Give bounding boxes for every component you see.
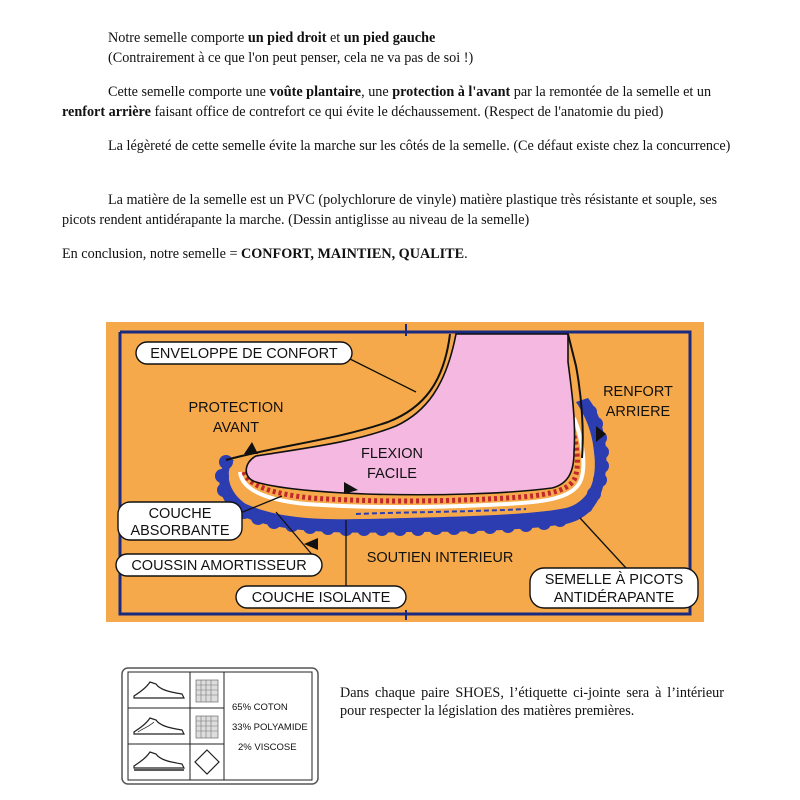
label-renfort-2: ARRIERE <box>606 404 671 420</box>
bold-text: protection à l'avant <box>392 84 511 100</box>
label-inner-border <box>127 671 313 781</box>
heel-counter-line <box>567 333 584 459</box>
cushion-layer <box>241 417 580 504</box>
insole-diagram: ENVELOPPE DE CONFORT PROTECTION AVANT FL… <box>106 322 704 622</box>
label-absorbent-2: ABSORBANTE <box>130 523 229 539</box>
text: Notre semelle comporte <box>108 30 248 46</box>
bold-text: un pied gauche <box>343 30 436 46</box>
composition-polyamide: 33% POLYAMIDE <box>232 722 308 733</box>
mesh-textile-icon <box>195 679 219 739</box>
label-comfort-envelope: ENVELOPPE DE CONFORT <box>150 346 338 362</box>
label-protection-2: AVANT <box>213 420 259 436</box>
shoe-lining-icon <box>133 717 185 735</box>
label-inner-support: SOUTIEN INTERIEUR <box>367 550 514 566</box>
label-flexion-2: FACILE <box>367 466 417 482</box>
pill-bg <box>115 553 323 577</box>
pill-bg <box>135 341 353 365</box>
paragraph-lightness: La légèreté de cette semelle évite la ma… <box>108 138 731 154</box>
leader-line <box>347 357 417 393</box>
text: par la remontée de la semelle et un <box>510 84 712 100</box>
arrow-renfort-icon <box>596 426 606 442</box>
bold-text: voûte plantaire <box>269 84 362 100</box>
paragraph-conclusion: En conclusion, notre semelle = CONFORT, … <box>62 244 752 264</box>
bold-text: renfort arrière <box>62 104 151 120</box>
text: et <box>326 30 344 46</box>
composition-label: 65% COTON 33% POLYAMIDE 2% VISCOSE <box>120 666 320 786</box>
label-anti-slip-1: SEMELLE À PICOTS <box>545 571 684 588</box>
composition-viscose: 2% VISCOSE <box>238 742 297 753</box>
shoe-sole-icon <box>133 751 185 771</box>
shoe-upper-icon <box>133 681 185 699</box>
inner-support <box>355 508 527 515</box>
text: (Contrairement à ce que l'on peut penser… <box>108 50 474 66</box>
pill-bg <box>235 585 407 609</box>
label-note: Dans chaque paire SHOES, l’étiquette ci-… <box>340 685 724 719</box>
arrow-protection-icon <box>244 442 258 454</box>
label-anti-slip-2: ANTIDÉRAPANTE <box>554 589 675 606</box>
label-insulating: COUCHE ISOLANTE <box>252 590 391 606</box>
composition-cotton: 65% COTON <box>232 702 288 713</box>
paragraph-feet: Notre semelle comporte un pied droit et … <box>62 28 752 68</box>
pill-bg <box>117 501 243 541</box>
text: faisant office de contrefort ce qui évit… <box>150 104 664 120</box>
paragraph-material: La matière de la semelle est un PVC (pol… <box>62 192 718 228</box>
label-cushion: COUSSIN AMORTISSEUR <box>131 558 306 574</box>
label-renfort-1: RENFORT <box>603 384 673 400</box>
leader-line <box>579 517 627 569</box>
paragraph-anatomy: Cette semelle comporte une voûte plantai… <box>62 82 752 122</box>
insulating-layer <box>238 417 586 509</box>
bold-text: un pied droit <box>247 30 327 46</box>
label-flexion-1: FLEXION <box>361 446 423 462</box>
text: . <box>464 246 468 262</box>
foot-shape <box>245 333 576 496</box>
text: Cette semelle comporte une <box>108 84 270 100</box>
composition-label-svg: 65% COTON 33% POLYAMIDE 2% VISCOSE <box>121 667 319 785</box>
arrow-flexion-icon <box>344 482 358 494</box>
arrow-soutien-icon <box>304 538 318 550</box>
text: En conclusion, notre semelle = <box>62 246 241 262</box>
bold-text: CONFORT, MAINTIEN, QUALITE <box>241 246 465 262</box>
comfort-envelope-line <box>225 333 451 461</box>
label-border <box>121 667 319 785</box>
insole-diagram-svg: ENVELOPPE DE CONFORT PROTECTION AVANT FL… <box>106 322 704 622</box>
text: , une <box>361 84 393 100</box>
label-protection-1: PROTECTION <box>188 400 283 416</box>
diamond-material-icon <box>194 749 220 775</box>
pill-bg <box>529 567 699 609</box>
label-absorbent-1: COUCHE <box>149 506 212 522</box>
